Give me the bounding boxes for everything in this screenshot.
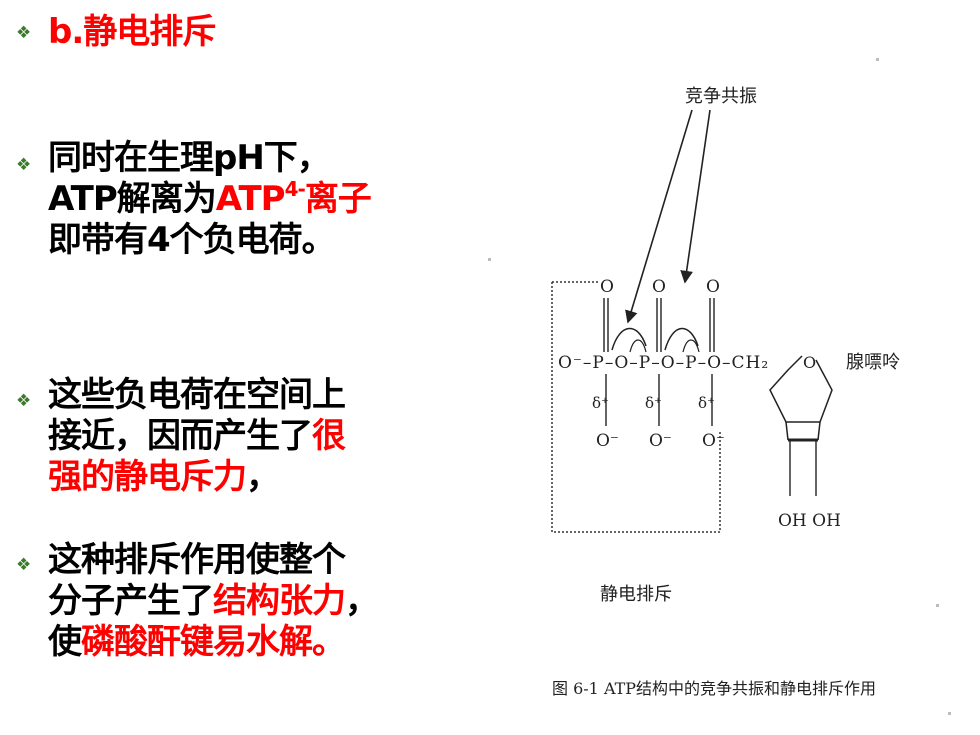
resonance-curve xyxy=(664,327,699,351)
negative-oxygen: O⁻ xyxy=(702,431,725,451)
delta-charge: δ⁺ xyxy=(698,394,715,412)
hydroxyl-groups: OH OH xyxy=(778,511,841,531)
p3-line3: 使磷酸酐键易水解。 xyxy=(48,622,346,662)
label-resonance: 竞争共振 xyxy=(685,86,757,107)
ring-oxygen: O xyxy=(803,353,816,372)
resonance-curve xyxy=(611,327,647,351)
p1-line3: 即带有4个负电荷。 xyxy=(48,220,336,260)
top-oxygen: O xyxy=(706,277,720,297)
paragraph-1: 同时在生理pH下， ATP解离为ATP4-离子 即带有4个负电荷。 xyxy=(48,138,372,261)
atp-structure-figure: 竞争共振 O O O O⁻–P–O–P–O–P–O–CH₂ xyxy=(520,60,940,720)
scan-speck xyxy=(948,712,951,715)
top-oxygen: O xyxy=(600,277,614,297)
p3-line2: 分子产生了结构张力， xyxy=(48,581,379,621)
p1-line1: 同时在生理pH下， xyxy=(48,138,331,178)
bullet-diamond-icon: ❖ xyxy=(16,555,32,575)
bullet-diamond-icon: ❖ xyxy=(16,155,32,175)
negative-oxygen: O⁻ xyxy=(649,431,672,451)
scan-speck xyxy=(876,58,879,61)
figure-caption: 图 6-1 ATP结构中的竞争共振和静电排斥作用 xyxy=(552,679,876,698)
bullet-diamond-icon: ❖ xyxy=(16,23,32,43)
paragraph-2: 这些负电荷在空间上 接近，因而产生了很 强的静电斥力， xyxy=(48,375,346,498)
negative-oxygen: O⁻ xyxy=(596,431,619,451)
slide-title: b.静电排斥 xyxy=(48,12,216,52)
paragraph-3: 这种排斥作用使整个 分子产生了结构张力， 使磷酸酐键易水解。 xyxy=(48,540,379,663)
atp-structure-diagram: 竞争共振 O O O O⁻–P–O–P–O–P–O–CH₂ xyxy=(551,86,900,698)
top-oxygen: O xyxy=(652,277,666,297)
scan-speck xyxy=(936,604,939,607)
delta-charge: δ⁺ xyxy=(592,394,609,412)
delta-charge: δ⁺ xyxy=(645,394,662,412)
p3-line1: 这种排斥作用使整个 xyxy=(48,540,346,580)
p1-line2: ATP解离为ATP4-离子 xyxy=(48,177,372,219)
ribose-ring xyxy=(769,355,833,423)
bullet-diamond-icon: ❖ xyxy=(16,391,32,411)
phosphate-chain: O⁻–P–O–P–O–P–O–CH₂ xyxy=(558,353,769,373)
resonance-arrow xyxy=(625,109,693,324)
p2-line2: 接近，因而产生了很 xyxy=(48,416,346,456)
scan-speck xyxy=(488,258,491,261)
label-adenine: 腺嘌呤 xyxy=(846,352,900,373)
p2-line3: 强的静电斥力， xyxy=(48,457,280,497)
repulsion-dotted-box xyxy=(551,282,721,533)
resonance-arrow xyxy=(680,109,711,284)
p2-line1: 这些负电荷在空间上 xyxy=(48,375,346,415)
label-repulsion: 静电排斥 xyxy=(600,584,672,605)
